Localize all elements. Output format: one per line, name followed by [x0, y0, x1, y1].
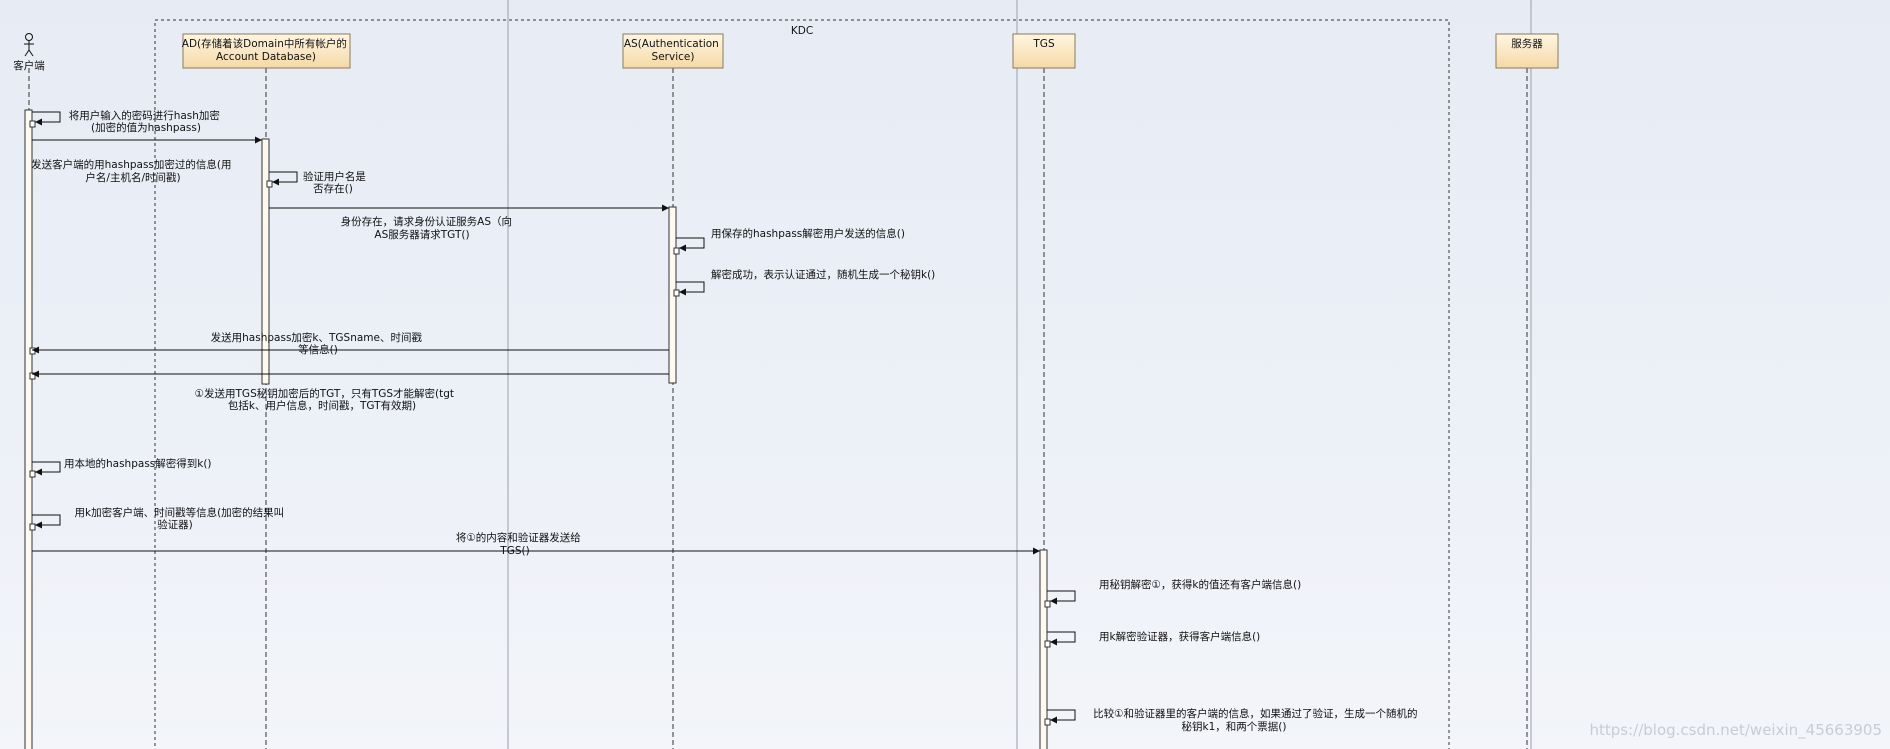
actor-as-label-line1: AS(Authentication [624, 38, 719, 50]
activation-bar-ad [261, 138, 270, 385]
svg-text:用保存的hashpass解密用户发送的信息(): 用保存的hashpass解密用户发送的信息() [711, 227, 905, 240]
message-send-hashpass-info: 发送客户端的用hashpass加密过的信息(用 户名/主机名/时间戳) [31, 136, 262, 184]
self-call-marker [673, 289, 680, 297]
svg-text:将用户输入的密码进行hash加密 (加密的值为h: 将用户输入的密码进行hash加密 (加密的值为hashpass) [69, 109, 224, 134]
activation-bar-client [24, 109, 33, 749]
kdc-boundary [154, 19, 1450, 749]
svg-text:TGS: TGS [1032, 38, 1055, 50]
lifeline-box-server: 服务器 [1495, 33, 1559, 69]
lifeline-box-tgs: TGS [1012, 33, 1076, 69]
svg-text:比较①和验证器里的客户端的信息，如果通过了验证，生成一个随机: 比较①和验证器里的客户端的信息，如果通过了验证，生成一个随机的 秘钥k1，和两个… [1093, 707, 1421, 733]
message-send-to-tgs: 将①的内容和验证器发送给 TGS() [32, 531, 1040, 557]
self-call-marker [266, 180, 273, 188]
svg-text:客户端: 客户端 [13, 59, 45, 72]
svg-text:服务器: 服务器 [1511, 37, 1543, 50]
kdc-label: KDC [791, 25, 813, 37]
actor-tgs-label: TGS [1032, 38, 1055, 50]
svg-text:发送用hashpass加密k、TGSname、时间戳: 发送用hashpass加密k、TGSname、时间戳 等信息() [211, 331, 426, 356]
self-call-marker [1044, 600, 1051, 608]
message-request-tgt: 身份存在，请求身份认证服务AS（向 AS服务器请求TGT() [269, 204, 669, 241]
message-create-authenticator: 用k加密客户端、时间戳等信息(加密的结果叫 验证器) [32, 506, 287, 531]
self-call-marker [29, 523, 36, 531]
svg-text:AS(Authentication Servic: AS(Authentication Service) [624, 38, 722, 63]
message-decrypt-authenticator: 用k解密验证器，获得客户端信息() [1047, 630, 1260, 646]
self-call-marker [29, 347, 36, 355]
actor-head [25, 33, 33, 41]
message-hash-password: 将用户输入的密码进行hash加密 (加密的值为hashpass) [32, 109, 224, 134]
svg-text:AD(存储着该Domain中所有帐户的 Acco: AD(存储着该Domain中所有帐户的 Account Database) [182, 37, 350, 63]
actor-server-label: 服务器 [1511, 37, 1543, 50]
svg-text:用本地的hashpass解密得到k(): 用本地的hashpass解密得到k() [64, 457, 212, 470]
message-send-k-tgsname: 发送用hashpass加密k、TGSname、时间戳 等信息() [32, 331, 669, 356]
svg-text:身份存在，请求身份认证服务AS（向 AS服务器请: 身份存在，请求身份认证服务AS（向 AS服务器请求TGT() [341, 215, 516, 241]
activation-bar-tgs [1039, 549, 1048, 749]
svg-text:将①的内容和验证器发送给 TGS(): 将①的内容和验证器发送给 TGS() [456, 531, 584, 557]
message-decrypt-user-info: 用保存的hashpass解密用户发送的信息() [676, 227, 905, 252]
svg-text:发送客户端的用hashpass加密过的信息(用: 发送客户端的用hashpass加密过的信息(用 户名/主机名/时间戳) [31, 158, 235, 184]
message-decrypt-k: 用本地的hashpass解密得到k() [32, 457, 212, 476]
actor-client-label: 客户端 [13, 59, 45, 72]
self-call-marker [29, 470, 36, 478]
watermark: https://blog.csdn.net/weixin_45663905 [1589, 721, 1882, 740]
message-send-tgt: ①发送用TGS秘钥加密后的TGT，只有TGS才能解密(tgt 包括k、用户信息，… [32, 370, 669, 412]
actor-ad-label-line2: Account Database) [216, 51, 316, 63]
svg-text:用秘钥解密①，获得k的值还有客户端信息(): 用秘钥解密①，获得k的值还有客户端信息() [1099, 578, 1301, 591]
message-generate-key-k: 解密成功，表示认证通过，随机生成一个秘钥k() [676, 268, 935, 296]
actor-ad-label-line1: AD(存储着该Domain中所有帐户的 [182, 37, 347, 50]
svg-text:用k加密客户端、时间戳等信息(加密的结果叫 验证: 用k加密客户端、时间戳等信息(加密的结果叫 验证器) [74, 506, 287, 531]
lifeline-box-ad: AD(存储着该Domain中所有帐户的 Account Database) [182, 33, 351, 69]
lifeline-box-as: AS(Authentication Service) [622, 33, 724, 69]
svg-text:解密成功，表示认证通过，随机生成一个秘钥k(): 解密成功，表示认证通过，随机生成一个秘钥k() [711, 268, 935, 281]
svg-text:①发送用TGS秘钥加密后的TGT，只有TGS才能解密(tgt: ①发送用TGS秘钥加密后的TGT，只有TGS才能解密(tgt 包括k、用户信息，… [195, 387, 458, 412]
svg-text:用k解密验证器，获得客户端信息(): 用k解密验证器，获得客户端信息() [1099, 630, 1260, 643]
message-decrypt-tgt: 用秘钥解密①，获得k的值还有客户端信息() [1047, 578, 1301, 605]
self-call-marker [1044, 718, 1051, 726]
svg-text:验证用户名是 否存在(): 验证用户名是 否存在() [303, 170, 369, 195]
message-compare-and-issue: 比较①和验证器里的客户端的信息，如果通过了验证，生成一个随机的 秘钥k1，和两个… [1047, 707, 1421, 733]
actor-as-label-line2: Service) [652, 51, 695, 63]
message-verify-username: 验证用户名是 否存在() [269, 170, 369, 195]
self-call-marker [29, 120, 36, 128]
self-call-marker [673, 247, 680, 255]
actor-client: 客户端 [13, 33, 45, 72]
self-call-marker [1044, 640, 1051, 648]
